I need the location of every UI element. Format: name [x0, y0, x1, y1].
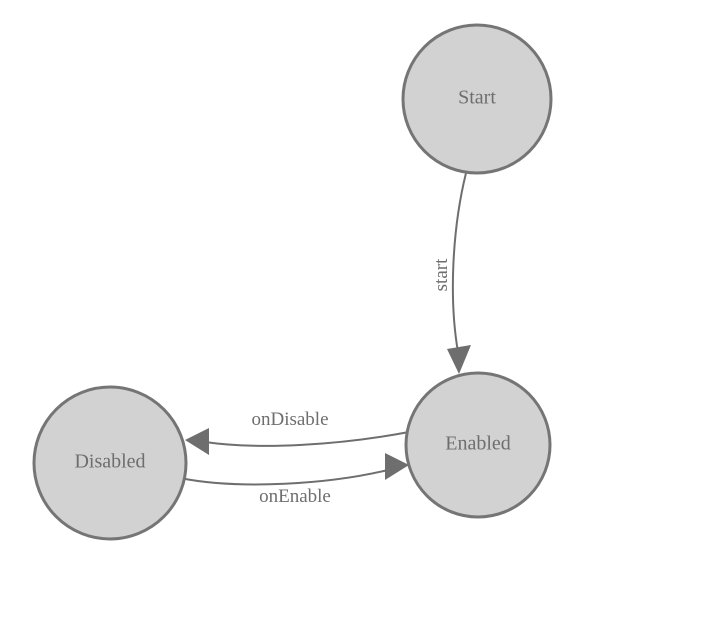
edge-label-on-disable: onDisable: [251, 409, 328, 430]
edge-enabled-to-disabled[interactable]: onDisable: [185, 409, 410, 455]
node-start-label: Start: [458, 87, 496, 109]
edge-path-disabled-to-enabled: [179, 469, 389, 486]
node-disabled[interactable]: Disabled: [32, 385, 188, 541]
edge-path-enabled-to-disabled: [204, 431, 410, 447]
edge-path-start-to-enabled: [451, 172, 467, 353]
node-start[interactable]: Start: [401, 23, 553, 175]
node-enabled-label: Enabled: [445, 433, 511, 455]
arrowhead-into-enabled-on-enable: [385, 453, 409, 480]
edge-start-to-enabled[interactable]: start: [431, 172, 471, 374]
arrowhead-into-enabled: [447, 345, 471, 374]
edge-label-on-enable: onEnable: [259, 486, 331, 507]
node-disabled-circle: [32, 385, 188, 541]
edge-disabled-to-enabled[interactable]: onEnable: [179, 453, 409, 507]
node-start-circle: [401, 23, 553, 175]
node-enabled[interactable]: Enabled: [404, 371, 552, 519]
arrowhead-into-disabled: [185, 428, 209, 455]
node-enabled-circle: [404, 371, 552, 519]
node-disabled-label: Disabled: [74, 451, 145, 473]
edge-label-start: start: [431, 258, 452, 291]
